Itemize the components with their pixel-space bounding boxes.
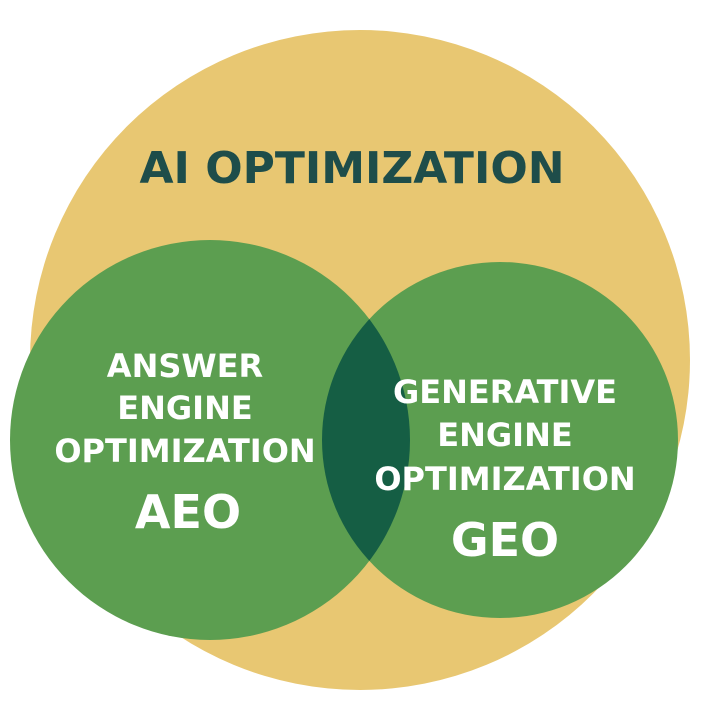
aeo-line-2: ENGINE <box>117 389 252 427</box>
title: AI OPTIMIZATION <box>139 143 564 194</box>
aeo-line-3: OPTIMIZATION <box>54 432 315 470</box>
geo-line-3: OPTIMIZATION <box>374 460 635 498</box>
geo-abbr: GEO <box>451 513 559 567</box>
geo-line-2: ENGINE <box>437 416 572 454</box>
aeo-line-1: ANSWER <box>107 347 263 385</box>
aeo-abbr: AEO <box>135 485 241 539</box>
aeo-circle <box>10 240 410 640</box>
geo-line-1: GENERATIVE <box>393 373 617 411</box>
geo-circle <box>322 262 678 618</box>
